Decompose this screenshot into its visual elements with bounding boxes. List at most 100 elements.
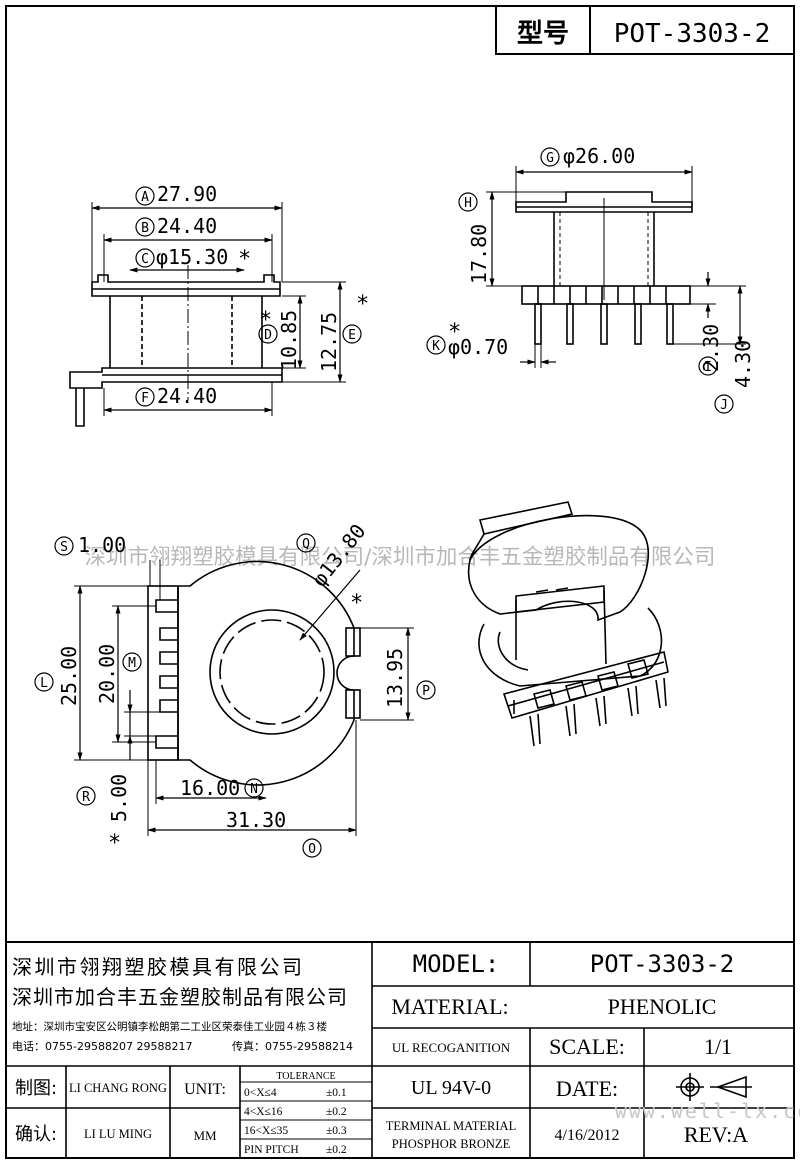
marker-c: C	[141, 252, 149, 267]
ul-label: UL RECOGANITION	[392, 1040, 511, 1055]
marker-h: H	[464, 196, 472, 211]
tolerance-title: TOLERANCE	[276, 1071, 335, 1082]
marker-n: N	[250, 782, 258, 797]
checked-by: LI LU MING	[84, 1127, 152, 1141]
dim-e-value: 12.75	[317, 312, 341, 372]
dim-k-value: φ0.70	[448, 335, 508, 359]
marker-i-circle	[698, 356, 718, 376]
dim-j-value: 4.30	[731, 340, 755, 388]
star-mark-r: *	[108, 831, 121, 856]
marker-d: D	[264, 328, 272, 343]
marker-i: I	[704, 360, 712, 375]
watermark-url: www.well-lx.com	[615, 1099, 800, 1123]
revision: REV:A	[684, 1122, 748, 1147]
marker-a-circle	[135, 186, 155, 206]
terminal-line-1: TERMINAL MATERIAL	[386, 1119, 516, 1133]
checked-label: 确认:	[15, 1124, 57, 1145]
marker-p-circle	[416, 680, 436, 700]
scale-label: SCALE:	[549, 1034, 625, 1059]
scale-value: 1/1	[704, 1034, 732, 1059]
marker-j-circle	[714, 394, 734, 414]
tol-value-1: ±0.1	[326, 1087, 347, 1099]
marker-m-circle	[122, 652, 142, 672]
title-block-text: 深圳市翎翔塑胶模具有限公司 深圳市加合丰五金塑胶制品有限公司 地址：深圳市宝安区…	[12, 950, 748, 1156]
drawn-by: LI CHANG RONG	[69, 1081, 167, 1095]
star-mark-d: *	[259, 308, 272, 333]
marker-g: G	[546, 151, 554, 166]
dim-o-value: 31.30	[226, 808, 286, 832]
marker-h-circle	[458, 192, 478, 212]
watermark-text: 深圳市翎翔塑胶模具有限公司/深圳市加合丰五金塑胶制品有限公司	[85, 545, 716, 570]
dim-h-value: 17.80	[467, 224, 491, 284]
tol-range-4: PIN PITCH	[244, 1144, 299, 1156]
marker-l-circle	[34, 672, 54, 692]
date-value: 4/16/2012	[555, 1127, 620, 1144]
marker-q-circle	[296, 533, 316, 553]
dim-s-value: 1.00	[78, 533, 126, 557]
star-mark-q: *	[350, 591, 363, 616]
side-view	[486, 166, 746, 368]
dim-n-value: 16.00	[180, 776, 240, 800]
dim-b-value: 24.40	[157, 214, 217, 238]
marker-e-circle	[342, 324, 362, 344]
ul-value: UL 94V-0	[411, 1077, 491, 1099]
date-label: DATE:	[556, 1076, 618, 1101]
marker-k: K	[432, 339, 440, 354]
marker-b-circle	[135, 217, 155, 237]
marker-k-circle	[426, 335, 446, 355]
bottom-view-labels: S 1.00 L 25.00 M 20.00 16.00 N 31.30 O 1…	[34, 519, 436, 858]
header-model-box: 型号 POT-3303-2	[495, 5, 795, 55]
marker-f-circle	[135, 387, 155, 407]
marker-q: Q	[302, 537, 310, 552]
dim-l-value: 25.00	[57, 646, 81, 706]
marker-o-circle	[302, 838, 322, 858]
terminal-line-2: PHOSPHOR BRONZE	[392, 1137, 511, 1151]
marker-m: M	[128, 656, 136, 671]
dim-a-value: 27.90	[157, 182, 217, 206]
dim-m-value: 20.00	[95, 644, 119, 704]
dim-f-value: 24.40	[157, 384, 217, 408]
marker-s-circle	[54, 536, 74, 556]
unit-label: UNIT:	[184, 1081, 226, 1098]
marker-f: F	[141, 391, 149, 406]
side-view-labels: G φ26.00 H 17.80 2.30 I 4.30 J K * φ0.70	[426, 144, 755, 414]
star-mark-k: *	[448, 320, 461, 345]
model-label: MODEL:	[413, 950, 500, 978]
star-mark-e: *	[356, 292, 369, 317]
tol-range-2: 4<X≤16	[244, 1106, 283, 1118]
marker-e: E	[348, 328, 356, 343]
header-model-value: POT-3303-2	[614, 19, 771, 49]
marker-d-circle	[258, 324, 278, 344]
front-view-labels: A 27.90 B 24.40 C φ15.30 * 10.85 D * 12.…	[135, 182, 369, 408]
dim-g-value: φ26.00	[563, 144, 635, 168]
marker-r-circle	[76, 786, 96, 806]
dim-p-value: 13.95	[383, 648, 407, 708]
company-fax: 传真：0755-29588214	[232, 1039, 353, 1053]
projection-symbol-icon	[676, 1073, 752, 1101]
star-mark-c: *	[238, 247, 251, 272]
marker-c-circle	[135, 248, 155, 268]
company-phone: 电话：0755-29588207 29588217	[12, 1040, 192, 1053]
tol-range-3: 16<X≤35	[244, 1125, 288, 1137]
tol-value-2: ±0.2	[326, 1106, 347, 1118]
marker-n-circle	[244, 778, 264, 798]
header-model-label: 型号	[517, 19, 569, 49]
marker-a: A	[141, 190, 149, 205]
company-address: 地址：深圳市宝安区公明镇李松朗第二工业区荣泰佳工业园４栋３楼	[12, 1020, 327, 1033]
title-block	[5, 941, 795, 1159]
material-value: PHENOLIC	[608, 994, 717, 1019]
marker-l: L	[40, 676, 48, 691]
marker-j: J	[720, 398, 728, 413]
tol-value-3: ±0.3	[326, 1125, 347, 1137]
tol-value-4: ±0.2	[326, 1144, 347, 1156]
marker-s: S	[60, 540, 68, 555]
bottom-view	[74, 560, 414, 836]
model-value: POT-3303-2	[590, 950, 735, 978]
dim-c-value: φ15.30	[156, 245, 228, 269]
unit-value: MM	[193, 1128, 217, 1143]
material-label: MATERIAL:	[391, 994, 508, 1019]
marker-b: B	[141, 221, 149, 236]
company-name-2: 深圳市加合丰五金塑胶制品有限公司	[12, 985, 348, 1009]
